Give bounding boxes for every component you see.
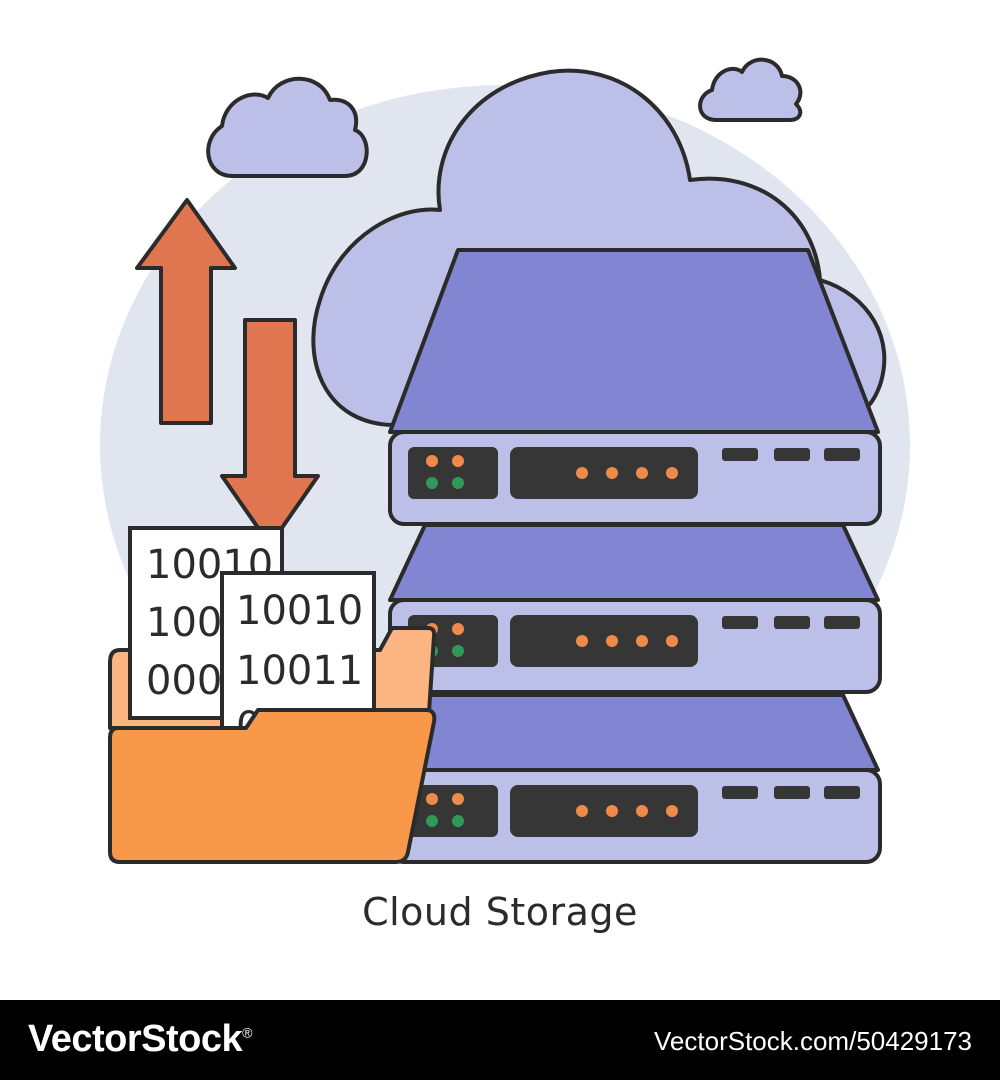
footer-logo: VectorStock® [28,1018,252,1061]
caption-title: Cloud Storage [362,890,638,934]
footer-logo-mark: ® [242,1024,252,1041]
document-back-line-2: 100 [146,600,222,646]
upload-arrow-icon [135,198,237,425]
server-unit-middle [388,523,882,694]
footer-url: VectorStock.com/50429173 [654,1026,972,1056]
footer-bar: VectorStock® VectorStock.com/50429173 [0,1000,1000,1080]
document-front-line-1: 10010 [236,588,363,634]
footer-logo-text: VectorStock [28,1018,243,1060]
folder-icon [108,708,437,864]
document-front-line-2: 10011 [236,648,363,694]
document-back-icon: 10010 100 000 [128,526,284,720]
document-back-line-3: 000 [146,658,222,704]
server-unit-bottom [388,693,882,864]
server-unit-top [388,248,882,526]
download-arrow-icon [220,318,320,547]
cloud-storage-illustration: 10010 100 000 10010 10011 0 [100,57,910,864]
small-cloud-left-icon [206,76,369,178]
small-cloud-right-icon [698,57,803,122]
